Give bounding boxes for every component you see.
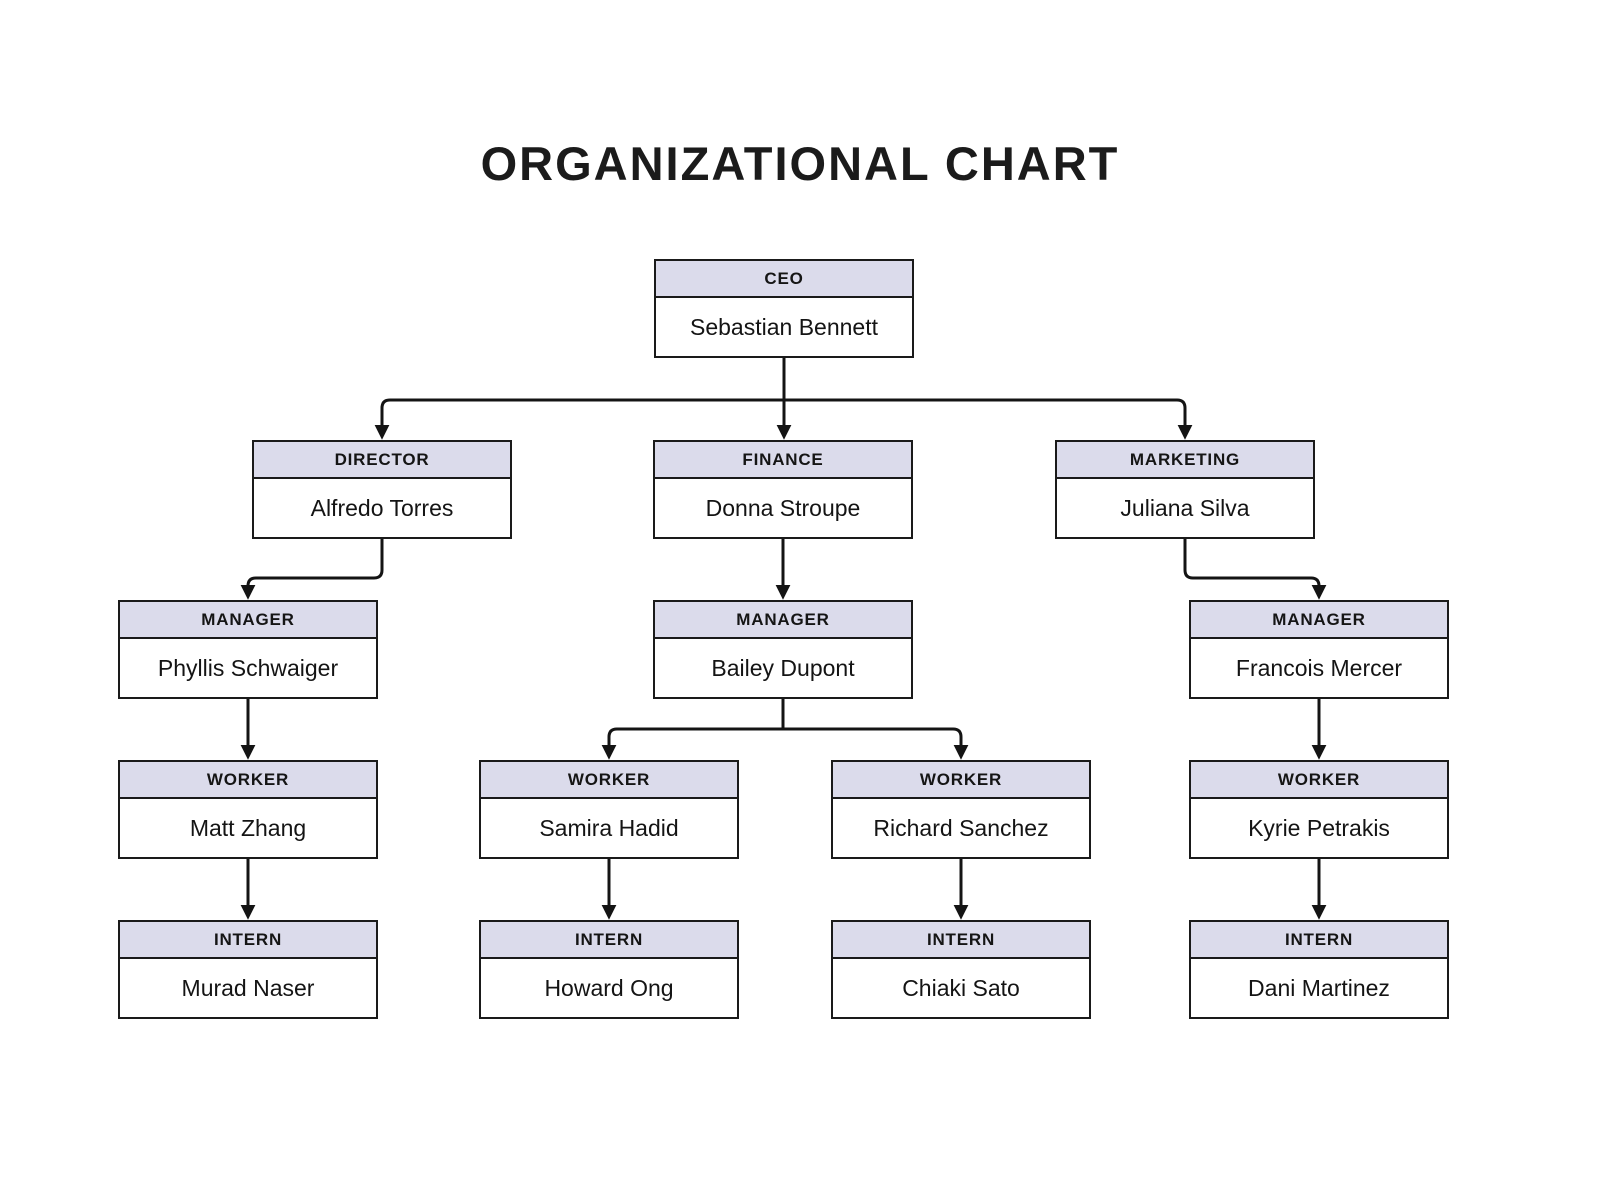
- connector-ceo-director: [374, 398, 784, 440]
- org-node-name: Kyrie Petrakis: [1191, 799, 1447, 857]
- org-node-name: Howard Ong: [481, 959, 737, 1017]
- org-node-worker-4: WORKER Kyrie Petrakis: [1189, 760, 1449, 859]
- org-node-role: WORKER: [481, 762, 737, 799]
- org-node-name: Matt Zhang: [120, 799, 376, 857]
- org-node-intern-3: INTERN Chiaki Sato: [831, 920, 1091, 1019]
- org-node-finance: FINANCE Donna Stroupe: [653, 440, 913, 539]
- org-node-intern-2: INTERN Howard Ong: [479, 920, 739, 1019]
- org-node-name: Richard Sanchez: [833, 799, 1089, 857]
- org-node-role: FINANCE: [655, 442, 911, 479]
- org-node-manager-2: MANAGER Bailey Dupont: [653, 600, 913, 699]
- org-node-role: WORKER: [120, 762, 376, 799]
- org-node-role: MANAGER: [120, 602, 376, 639]
- org-node-role: MARKETING: [1057, 442, 1313, 479]
- org-node-ceo: CEO Sebastian Bennett: [654, 259, 914, 358]
- org-node-role: DIRECTOR: [254, 442, 510, 479]
- connector-marketing-manager3: [1183, 537, 1327, 600]
- org-node-marketing: MARKETING Juliana Silva: [1055, 440, 1315, 539]
- org-node-intern-1: INTERN Murad Naser: [118, 920, 378, 1019]
- page-title: ORGANIZATIONAL CHART: [480, 137, 1120, 190]
- org-node-role: INTERN: [481, 922, 737, 959]
- org-node-role: WORKER: [833, 762, 1089, 799]
- org-node-intern-4: INTERN Dani Martinez: [1189, 920, 1449, 1019]
- org-node-name: Murad Naser: [120, 959, 376, 1017]
- org-node-name: Alfredo Torres: [254, 479, 510, 537]
- org-node-name: Francois Mercer: [1191, 639, 1447, 697]
- org-node-role: INTERN: [120, 922, 376, 959]
- org-node-name: Donna Stroupe: [655, 479, 911, 537]
- org-node-name: Phyllis Schwaiger: [120, 639, 376, 697]
- org-node-role: INTERN: [833, 922, 1089, 959]
- org-node-director: DIRECTOR Alfredo Torres: [252, 440, 512, 539]
- org-node-manager-1: MANAGER Phyllis Schwaiger: [118, 600, 378, 699]
- connector-director-manager1: [240, 537, 384, 600]
- org-node-name: Juliana Silva: [1057, 479, 1313, 537]
- org-node-role: WORKER: [1191, 762, 1447, 799]
- org-node-worker-1: WORKER Matt Zhang: [118, 760, 378, 859]
- org-node-worker-2: WORKER Samira Hadid: [479, 760, 739, 859]
- org-node-manager-3: MANAGER Francois Mercer: [1189, 600, 1449, 699]
- org-node-name: Sebastian Bennett: [656, 298, 912, 356]
- org-node-role: MANAGER: [1191, 602, 1447, 639]
- connector-manager2-worker3: [783, 727, 969, 760]
- org-node-name: Bailey Dupont: [655, 639, 911, 697]
- org-node-name: Chiaki Sato: [833, 959, 1089, 1017]
- org-node-role: MANAGER: [655, 602, 911, 639]
- org-node-role: CEO: [656, 261, 912, 298]
- org-node-name: Samira Hadid: [481, 799, 737, 857]
- org-node-role: INTERN: [1191, 922, 1447, 959]
- connector-manager2-worker2: [601, 727, 783, 760]
- org-node-worker-3: WORKER Richard Sanchez: [831, 760, 1091, 859]
- connector-ceo-marketing: [784, 398, 1193, 440]
- org-node-name: Dani Martinez: [1191, 959, 1447, 1017]
